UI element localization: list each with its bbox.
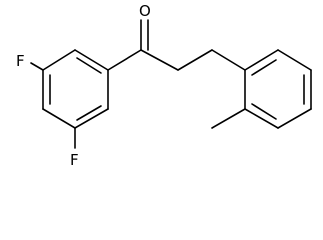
ring-bond [42,108,76,129]
chain-bond [140,49,179,71]
ring-double-bond [251,59,277,76]
fluorine-top-bond [30,62,44,71]
fluorine-top-label: F [16,52,25,70]
chemical-structure: F F O [16,2,312,169]
ring-double-bond [76,57,102,74]
ring-bond [277,49,312,71]
aryl-carbonyl-bond [107,49,142,71]
ring-bond [74,108,109,129]
ring-bond [244,108,279,129]
chain-bond [211,49,246,71]
ring-double-bond [76,105,102,121]
oxygen-label: O [139,2,151,20]
methyl-bond [211,108,246,129]
fluorine-bottom-label: F [70,151,79,169]
ring-bond [42,49,76,71]
difluorophenyl-ring [42,49,109,129]
ring-bond [74,49,109,71]
ring-bond [277,108,312,129]
chain-bond [177,49,213,71]
ring-bond [244,49,279,71]
tolyl-ring [244,49,312,129]
ring-double-bond [251,103,277,120]
